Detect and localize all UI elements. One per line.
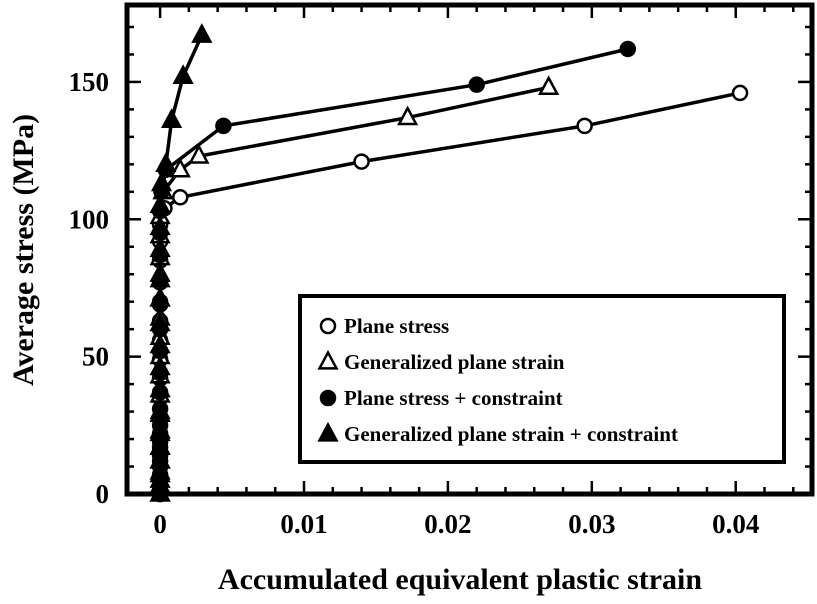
legend-label: Generalized plane strain + constraint <box>344 422 678 446</box>
data-point <box>731 84 749 102</box>
x-tick-label: 0.03 <box>568 509 615 539</box>
data-point <box>149 355 171 376</box>
legend-item: Plane stress + constraint <box>319 386 563 410</box>
data-point <box>150 171 173 192</box>
data-point <box>149 435 171 455</box>
legend-label: Plane stress <box>344 314 449 338</box>
data-point <box>161 108 183 129</box>
x-tick-label: 0.01 <box>280 509 327 539</box>
axis-labels: Accumulated equivalent plastic strain Av… <box>7 114 702 596</box>
legend-marker <box>317 421 339 442</box>
data-point <box>188 143 210 164</box>
y-tick-label: 50 <box>82 342 109 372</box>
data-point <box>155 152 177 172</box>
data-point <box>149 193 171 214</box>
data-point <box>172 64 194 85</box>
data-point <box>171 189 189 206</box>
data-point <box>149 418 171 439</box>
data-point <box>191 23 213 43</box>
data-point <box>149 333 171 354</box>
axis-ticks: 0 0.01 0.02 0.03 0.04 0 50 100 150 <box>69 5 812 539</box>
data-point <box>576 117 593 135</box>
data-point <box>149 215 171 236</box>
data-point <box>149 286 171 307</box>
y-tick-label: 0 <box>96 479 110 509</box>
data-point <box>468 76 485 93</box>
data-point <box>149 448 171 469</box>
data-point <box>169 157 191 178</box>
x-axis-title: Accumulated equivalent plastic strain <box>218 563 702 596</box>
legend-label: Plane stress + constraint <box>344 386 563 410</box>
data-point <box>149 377 171 398</box>
plot-frame <box>124 2 815 497</box>
data-point <box>149 262 171 282</box>
data-point <box>538 75 560 96</box>
legend-marker <box>319 389 337 407</box>
y-tick-label: 150 <box>69 67 110 97</box>
legend-marker <box>317 349 339 370</box>
series-4 <box>149 23 213 502</box>
data-point <box>149 459 171 480</box>
axes <box>124 2 815 497</box>
legend-item: Plane stress <box>319 314 449 338</box>
x-tick-label: 0.02 <box>424 509 471 539</box>
x-tick-label: 0.04 <box>712 509 759 539</box>
legend-box <box>298 294 786 464</box>
legend-marker <box>319 317 337 335</box>
data-point <box>619 40 637 58</box>
legend-item: Generalized plane strain <box>317 349 565 374</box>
data-point <box>215 117 232 135</box>
data-point <box>149 399 171 420</box>
data-series <box>149 23 749 503</box>
data-point <box>149 311 171 332</box>
data-point <box>149 237 171 258</box>
y-tick-label: 100 <box>69 204 110 234</box>
y-axis-title: Average stress (MPa) <box>7 114 40 386</box>
data-point <box>353 153 370 170</box>
legend-label: Generalized plane strain <box>344 350 565 374</box>
legend-item: Generalized plane strain + constraint <box>317 421 678 446</box>
x-tick-label: 0 <box>153 509 167 539</box>
data-point <box>397 105 419 126</box>
